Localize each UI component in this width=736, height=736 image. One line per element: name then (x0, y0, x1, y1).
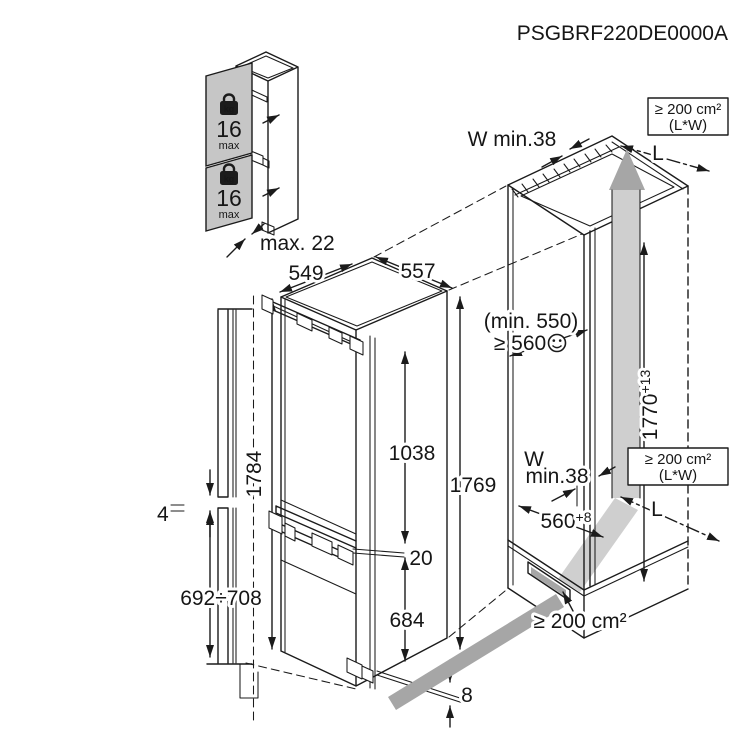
airflow-band-floor (558, 498, 638, 592)
vent-area-box-mid (627, 447, 729, 486)
upper-load-unit: max (219, 140, 240, 152)
lower-door-panel (205, 154, 253, 232)
wall-width-arrow (569, 138, 590, 150)
plinth-inner-edges (507, 545, 689, 597)
wall-width-arrow (598, 466, 616, 477)
lower-panel-height-label: 692÷708 (180, 587, 262, 610)
thickness-arrow (226, 238, 246, 258)
wall-width-top-label: W min.38 (468, 128, 557, 151)
max-panel-thickness-label: max. 22 (260, 232, 335, 255)
svg-text:kg: kg (224, 174, 235, 184)
projection-dashed-lines (373, 185, 583, 638)
niche-diagram: W min.38 ≥ 200 cm² (L*W) L (min. 550) ≥ … (388, 97, 729, 710)
vent-area-mid-line2: (L*W) (659, 467, 697, 484)
gap-equals-ticks (170, 504, 185, 512)
kg-weight-icon: kg (220, 163, 238, 185)
wall-width-arrow (541, 155, 563, 168)
length-arrow-top (620, 145, 710, 172)
model-number: PSGBRF220DE0000A (517, 22, 728, 45)
lower-door-label: 684 (389, 609, 424, 632)
niche-top-inner (520, 153, 675, 227)
bottom-gap-label: 8 (461, 684, 473, 707)
wall-hatching (511, 144, 613, 198)
mini-fridge-handle (242, 85, 268, 103)
vent-area-top-line2: (L*W) (669, 117, 707, 134)
length-arrow-bottom (620, 496, 720, 542)
plinth-edges (507, 539, 689, 639)
panel-gap-label: 4 (157, 503, 169, 526)
airflow-band-vertical (612, 190, 640, 498)
mid-hinge-lugs (268, 510, 354, 566)
mini-fridge-outline (235, 51, 299, 234)
appliance-side-door-lines (284, 298, 376, 690)
vent-bottom-label: ≥ 200 cm² (533, 610, 626, 633)
top-depth-dimension (279, 263, 353, 293)
upper-panel-section (217, 308, 253, 498)
transport-diagram: kg 16 max kg 16 max max. 22 (205, 51, 338, 258)
wall-width-mid-line2: min.38 (525, 465, 588, 488)
upper-door-label: 1038 (389, 442, 436, 465)
mini-fridge-top-inner (240, 55, 294, 79)
mid-gap-label: 20 (409, 547, 432, 570)
depth-note-label: (min. 550) (484, 310, 579, 333)
top-hinge-rail (265, 298, 361, 349)
vent-bottom-arrow (562, 591, 574, 612)
vent-area-mid-line1: ≥ 200 cm² (645, 451, 712, 468)
vent-area-top-line1: ≥ 200 cm² (655, 101, 722, 118)
smiley-icon (547, 333, 567, 353)
kg-weight-icon: kg (220, 93, 238, 115)
length-label-bottom: L (651, 498, 663, 521)
door-split-lines (280, 499, 357, 595)
depth-required-label: ≥ 560 (494, 332, 546, 355)
upper-panel-inner-lines (232, 309, 237, 498)
thickness-arrow (251, 223, 265, 235)
bottom-hinge-bracket (346, 657, 374, 684)
niche-depth-dimension (518, 505, 604, 538)
niche-height-label: 1770+13 (637, 370, 662, 441)
hinge-rod (352, 548, 405, 558)
appliance-body-edges (280, 290, 448, 687)
wall-width-arrow (551, 488, 576, 502)
mini-fridge-hinge (250, 150, 270, 169)
vent-area-box-top (647, 97, 729, 136)
panel-mount-arrow (262, 187, 280, 197)
top-width-dimension (375, 256, 453, 289)
panel-total-height-label: 1784 (243, 450, 266, 497)
svg-text:kg: kg (224, 104, 235, 114)
lower-load-value: 16 (216, 185, 242, 211)
appliance-diagram: 549 557 1038 20 684 1769 8 (245, 185, 583, 728)
wall-width-mid-line1: W (524, 448, 544, 471)
top-hinge-lugs (261, 294, 364, 356)
vent-interior (531, 567, 566, 597)
upper-load-value: 16 (216, 116, 242, 142)
lower-load-unit: max (219, 209, 240, 221)
appliance-height-label: 1769 (450, 474, 497, 497)
lower-panel-step (232, 507, 259, 699)
panel-mount-arrow (262, 114, 280, 124)
top-depth-label: 549 (288, 262, 323, 285)
top-width-label: 557 (400, 260, 435, 283)
floor-dashed-line (245, 662, 357, 690)
panel-section-diagram: 4 692÷708 1784 (154, 295, 276, 725)
length-label-top: L (652, 142, 664, 165)
lower-panel-section (206, 507, 253, 665)
niche-depth-label: 560+8 (540, 509, 591, 533)
airflow-band-inlet (388, 594, 564, 710)
